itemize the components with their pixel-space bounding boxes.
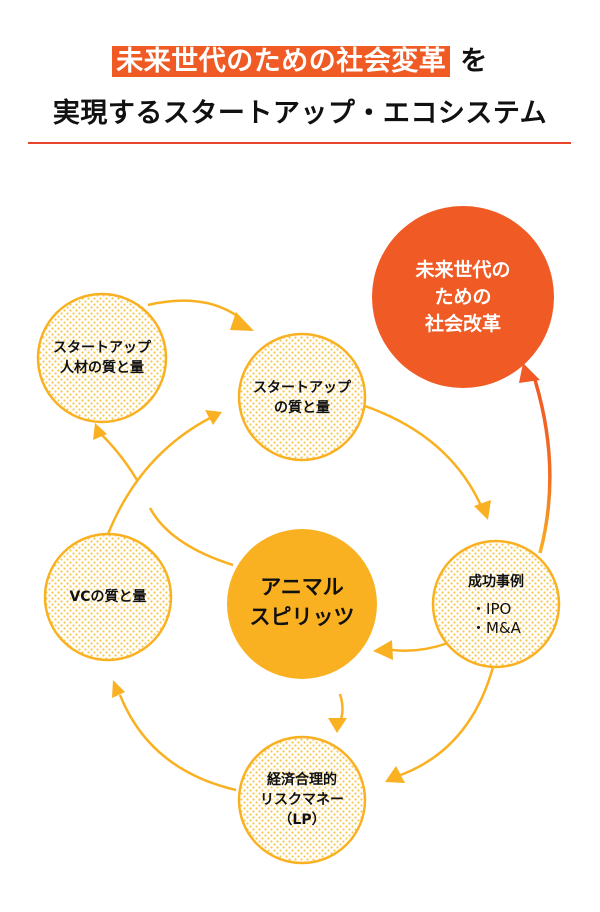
edge-startup-to-success	[361, 403, 484, 509]
node-talent	[36, 292, 168, 424]
label-line: 人材の質と量	[60, 360, 144, 376]
arrowhead-icon	[328, 718, 347, 733]
title-suffix: を	[460, 46, 488, 77]
arrowhead-icon	[205, 410, 222, 425]
edge-animal-to-talent	[148, 507, 234, 567]
edge-riskmoney-to-vc	[118, 694, 237, 792]
label-line: 経済合理的	[267, 772, 337, 788]
edge-animal-to-riskmoney	[338, 693, 344, 723]
label-line: リスクマネー	[260, 792, 344, 808]
node-success-label: 成功事例 ・IPO ・M&A	[436, 565, 556, 645]
arrowhead-icon	[112, 680, 125, 698]
node-animal	[227, 529, 377, 679]
node-riskmoney-label: 経済合理的 リスクマネー （LP）	[242, 768, 362, 832]
success-bullets: ・IPO ・M&A	[471, 600, 521, 638]
node-success	[431, 539, 561, 669]
label-heading: 成功事例	[468, 574, 524, 590]
title-block: 未来世代のための社会変革 を 実現するスタートアップ・エコシステム	[0, 44, 600, 132]
arrowhead-icon	[373, 640, 393, 660]
edge-talent-to-startup	[147, 299, 241, 320]
title-line-1: 未来世代のための社会変革 を	[0, 44, 600, 80]
edge-success-to-riskmoney	[397, 666, 495, 778]
title-line-2: 実現するスタートアップ・エコシステム	[52, 98, 548, 129]
edge-success-to-goal	[533, 379, 552, 554]
bullet-item: ・M&A	[471, 619, 521, 637]
label-line: （LP）	[278, 812, 326, 828]
node-vc	[43, 532, 173, 662]
edge-vc-to-startup	[106, 416, 211, 535]
arrowhead-icon	[93, 423, 107, 440]
label-line: 未来世代の	[415, 258, 511, 281]
node-goal-label: 未来世代の ための 社会改革	[383, 255, 543, 339]
title-divider	[28, 142, 571, 144]
arrowhead-icon	[385, 766, 405, 783]
label-line: VCの質と量	[69, 589, 147, 605]
label-line: の質と量	[274, 400, 330, 416]
label-line: 社会改革	[424, 312, 501, 335]
node-vc-label: VCの質と量	[48, 585, 168, 609]
edge-success-to-animal	[391, 641, 449, 652]
label-line: スピリッツ	[249, 605, 355, 629]
label-line: スタートアップ	[253, 380, 351, 396]
edge-animal-to-talent-tail	[101, 434, 139, 481]
node-startup	[237, 332, 367, 462]
label-line: スタートアップ	[53, 340, 151, 356]
arrowhead-icon	[474, 500, 491, 520]
arrowhead-icon	[519, 363, 540, 383]
title-highlight: 未来世代のための社会変革	[112, 46, 451, 77]
arrowhead-icon	[230, 312, 254, 331]
node-talent-label: スタートアップ 人材の質と量	[38, 330, 166, 386]
label-line: アニマル	[260, 575, 344, 599]
node-animal-label: アニマル スピリッツ	[232, 570, 372, 634]
label-line: ための	[434, 285, 492, 308]
node-goal	[372, 206, 554, 388]
node-startup-label: スタートアップ の質と量	[238, 370, 366, 426]
bullet-item: ・IPO	[471, 600, 512, 618]
node-riskmoney	[237, 735, 367, 865]
